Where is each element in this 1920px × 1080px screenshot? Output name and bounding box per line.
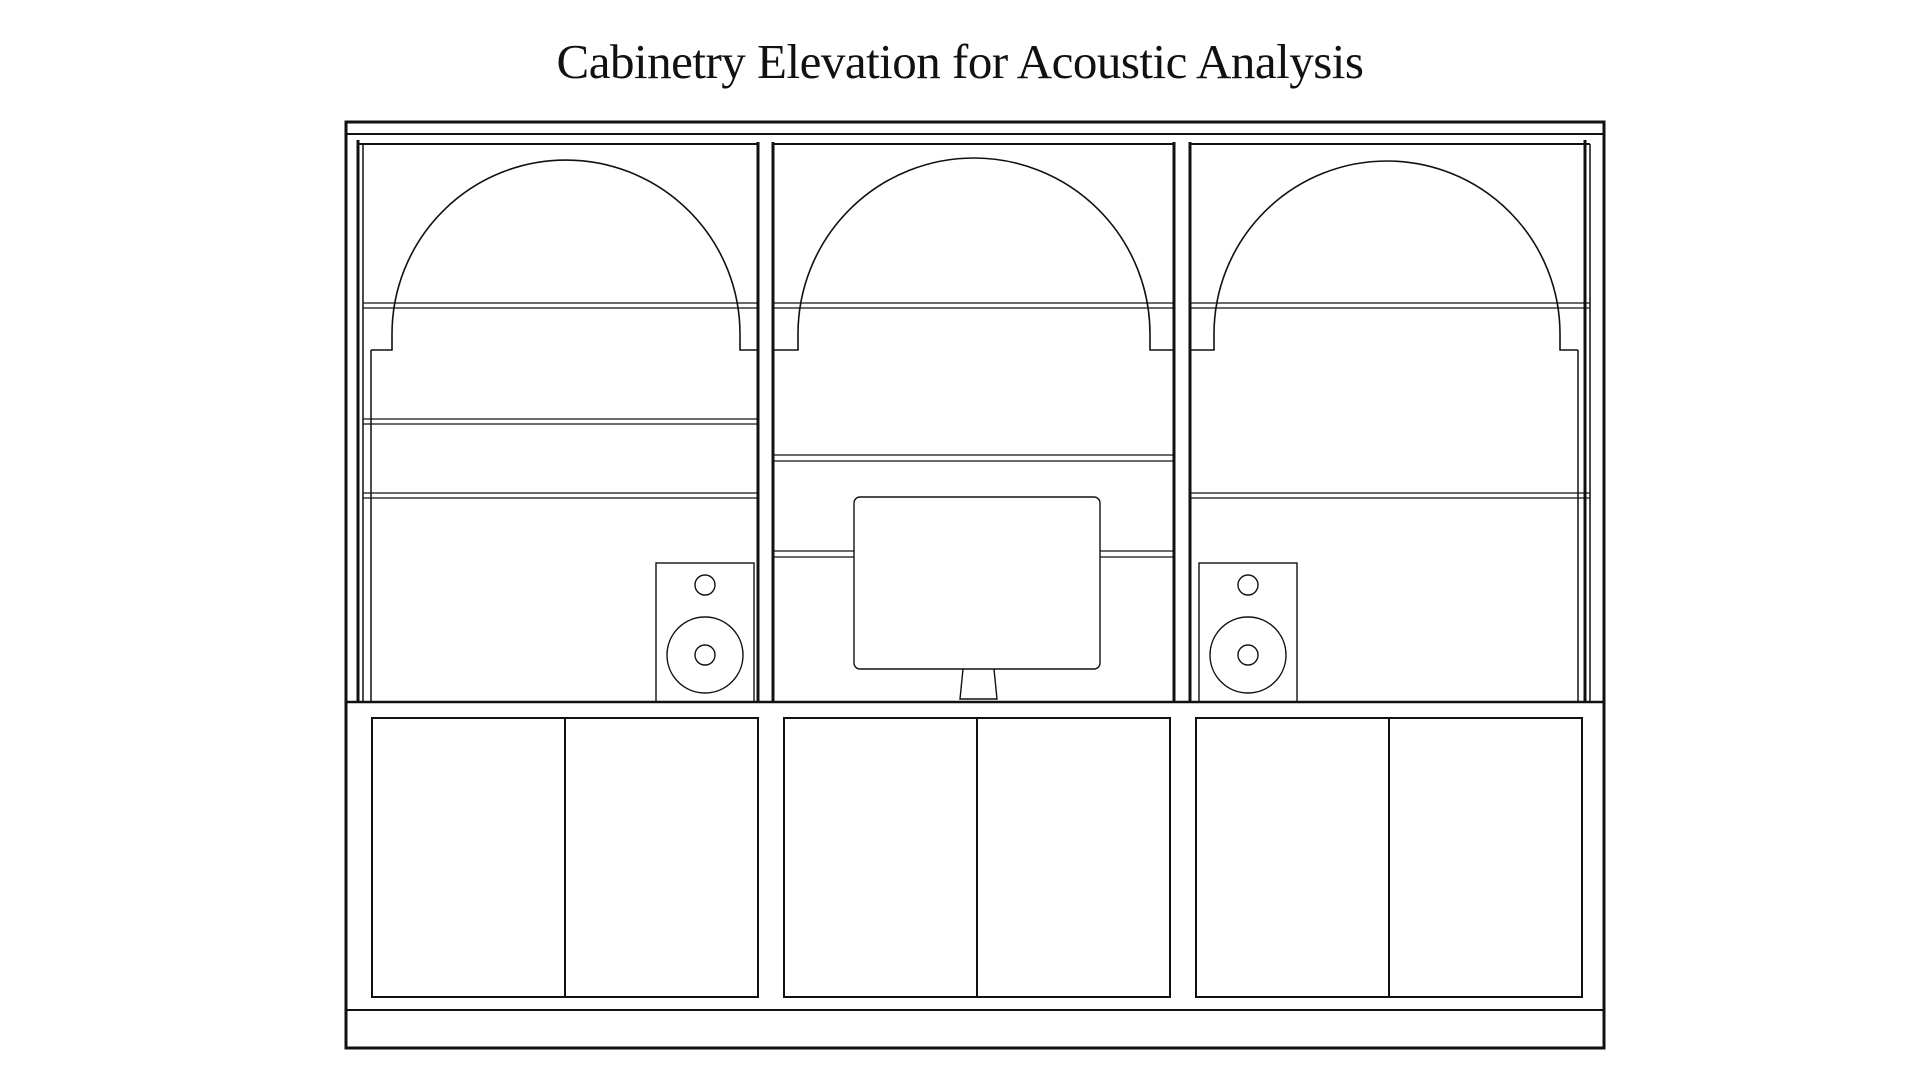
right-speaker-woofer [1209,616,1287,694]
right-bay-arch [1190,160,1578,351]
monitor-stand [959,668,998,700]
cabinet-uprights [356,140,1591,702]
left-speaker-tweeter [694,574,716,596]
lower-cabinet [371,717,1583,998]
right-speaker [1198,562,1298,703]
right-bay-shelves [1190,302,1590,499]
monitor [853,496,1101,703]
left-speaker [655,562,755,703]
right-bay [1190,160,1590,703]
cabinet-door [371,717,566,998]
left-bay-shelves [363,302,758,499]
left-speaker-woofer [666,616,744,694]
center-bay-arch [773,157,1174,351]
left-bay-arch [371,159,758,351]
left-speaker-woofer-cap [694,644,716,666]
right-speaker-tweeter [1237,574,1259,596]
cabinet-frame [344,120,1606,1050]
center-bay-shelves [773,302,1174,558]
cabinet-door [783,717,978,998]
center-bay [773,157,1174,703]
cabinet-door [976,717,1171,998]
monitor-screen [853,496,1101,670]
left-bay [363,159,758,703]
cabinet-door [1195,717,1390,998]
cabinet-door [1388,717,1583,998]
diagram-title: Cabinetry Elevation for Acoustic Analysi… [556,34,1364,89]
right-speaker-woofer-cap [1237,644,1259,666]
cabinet-door [564,717,759,998]
